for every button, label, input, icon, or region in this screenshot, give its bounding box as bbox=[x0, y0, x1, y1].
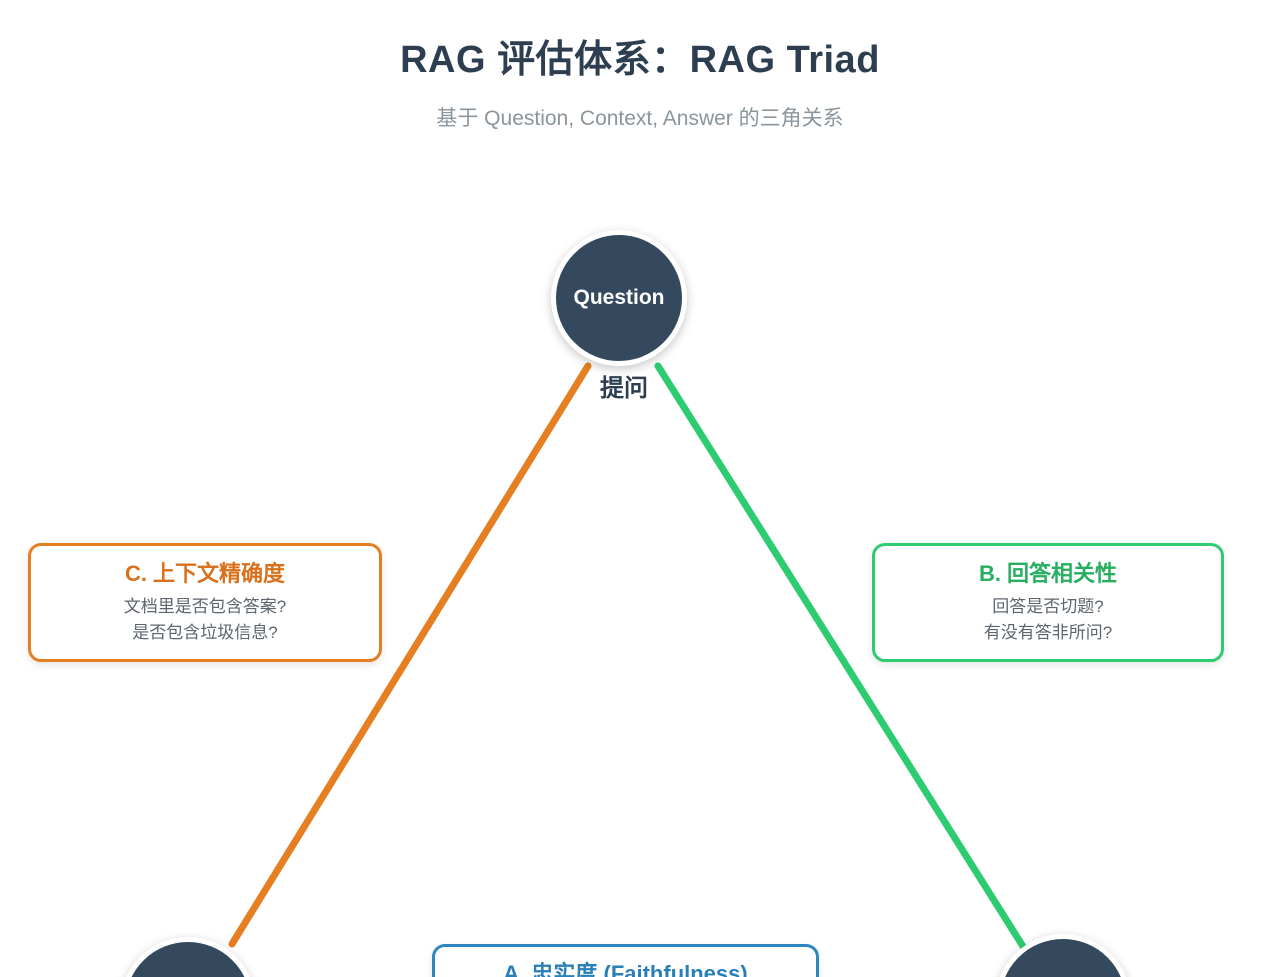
question-node: Question bbox=[551, 230, 687, 366]
answer-relevance-card-title: B. 回答相关性 bbox=[978, 561, 1118, 586]
edge-question-context-line bbox=[228, 362, 592, 948]
context-precision-card-body: 文档里是否包含答案? 是否包含垃圾信息? bbox=[31, 594, 379, 646]
context-precision-card-title: C. 上下文精确度 bbox=[124, 561, 286, 586]
edge-question-answer-line bbox=[654, 362, 1028, 952]
question-node-label: Question bbox=[573, 286, 665, 309]
answer-relevance-card-line1: 回答是否切题? bbox=[992, 597, 1104, 616]
answer-relevance-card-body: 回答是否切题? 有没有答非所问? bbox=[875, 594, 1221, 646]
faithfulness-card: A. 忠实度 (Faithfulness) bbox=[432, 944, 819, 977]
context-precision-card: C. 上下文精确度 文档里是否包含答案? 是否包含垃圾信息? bbox=[28, 543, 382, 662]
answer-relevance-card: B. 回答相关性 回答是否切题? 有没有答非所问? bbox=[872, 543, 1224, 662]
faithfulness-card-title: A. 忠实度 (Faithfulness) bbox=[503, 961, 748, 977]
page-title: RAG 评估体系：RAG Triad bbox=[400, 39, 880, 81]
answer-relevance-card-line2: 有没有答非所问? bbox=[983, 623, 1113, 642]
context-precision-card-line1: 文档里是否包含答案? bbox=[123, 597, 287, 616]
question-node-caption: 提问 bbox=[600, 375, 648, 402]
page-subtitle: 基于 Question, Context, Answer 的三角关系 bbox=[436, 107, 844, 130]
context-precision-card-line2: 是否包含垃圾信息? bbox=[132, 623, 278, 642]
